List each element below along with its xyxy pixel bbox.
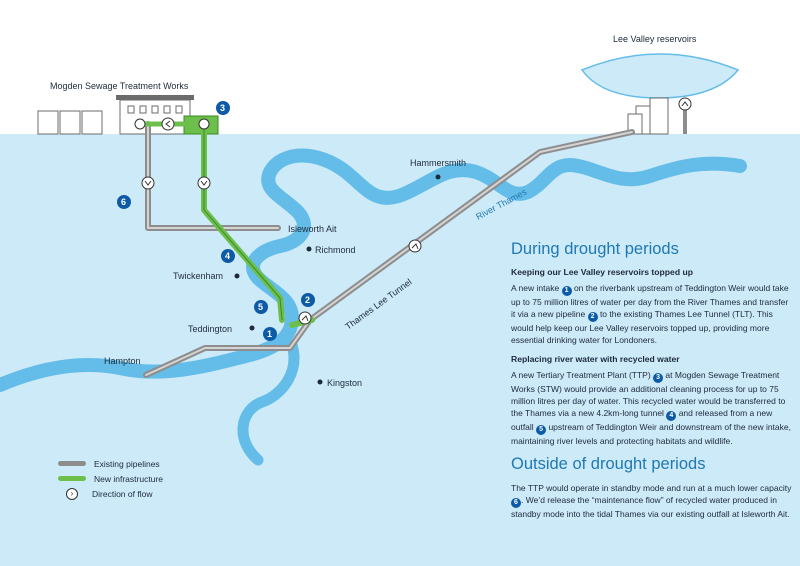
twickenham-dot <box>234 273 240 279</box>
badge-1: 1 <box>263 327 277 341</box>
label-teddington: Teddington <box>188 324 232 334</box>
label-mogden: Mogden Sewage Treatment Works <box>50 81 189 91</box>
inline-badge-6: 6 <box>511 498 521 508</box>
label-kingston: Kingston <box>327 378 362 388</box>
reservoir-building-3 <box>627 113 643 135</box>
reservoir-bowl <box>580 53 740 99</box>
existing-pipeline-outfall-core <box>147 123 279 229</box>
paragraph-recycled: A new Tertiary Treatment Plant (TTP) 3 a… <box>511 370 791 446</box>
badge-5: 5 <box>254 300 268 314</box>
river-south-loop <box>237 339 300 466</box>
label-isleworth: Isleworth Ait <box>288 224 337 234</box>
thames-lee-tunnel-core <box>145 131 633 376</box>
hammersmith-dot <box>435 174 441 180</box>
flow-direction-icon: › <box>66 487 78 500</box>
kingston-dot <box>317 379 323 385</box>
reservoir-building-2 <box>649 97 669 135</box>
mogden-works-illustration <box>37 95 219 135</box>
label-hampton: Hampton <box>104 356 141 366</box>
svg-text:2: 2 <box>305 295 310 305</box>
water-area <box>0 134 800 566</box>
badge-4: 4 <box>221 249 235 263</box>
inline-badge-5: 5 <box>536 425 547 435</box>
teddington-dot <box>249 325 255 331</box>
label-lee-valley: Lee Valley reservoirs <box>613 34 697 44</box>
new-tunnel-4-core <box>203 124 283 321</box>
label-richmond: Richmond <box>315 245 356 255</box>
richmond-dot <box>306 246 312 252</box>
svg-text:1: 1 <box>267 329 272 339</box>
label-twickenham: Twickenham <box>173 271 223 281</box>
legend-new-label: New infrastructure <box>94 473 163 484</box>
badge-2: 2 <box>301 293 315 307</box>
up-chevron-icon <box>681 101 689 107</box>
river-thames-path <box>0 148 747 392</box>
legend-existing-swatch <box>58 461 86 466</box>
legend-flow-label: Direction of flow <box>92 488 153 499</box>
svg-text:5: 5 <box>258 302 263 312</box>
svg-text:6: 6 <box>121 197 126 207</box>
label-hammersmith: Hammersmith <box>410 158 466 168</box>
inline-badge-1: 1 <box>561 286 572 296</box>
subheading-lee-valley: Keeping our Lee Valley reservoirs topped… <box>511 267 693 277</box>
inline-badge-3: 3 <box>653 373 664 383</box>
inline-badge-4: 4 <box>666 411 677 421</box>
badge-3: 3 <box>216 101 230 115</box>
badge-6: 6 <box>117 195 131 209</box>
svg-text:3: 3 <box>220 103 225 113</box>
info-panel: During drought periods Keeping our Lee V… <box>511 240 793 528</box>
paragraph-intake: A new intake 1 on the riverbank upstream… <box>511 283 789 345</box>
paragraph-standby: The TTP would operate in standby mode an… <box>511 483 792 519</box>
legend-existing-label: Existing pipelines <box>94 458 160 469</box>
flow-direction-icons <box>134 117 422 325</box>
reservoir-flow-icon <box>678 97 692 111</box>
heading-outside: Outside of drought periods <box>511 455 706 473</box>
svg-text:4: 4 <box>225 251 230 261</box>
legend: Existing pipelines New infrastructure › D… <box>58 456 163 501</box>
subheading-recycled: Replacing river water with recycled wate… <box>511 354 680 364</box>
heading-drought: During drought periods <box>511 240 679 258</box>
legend-new-swatch <box>58 476 86 481</box>
inline-badge-2: 2 <box>587 312 598 322</box>
